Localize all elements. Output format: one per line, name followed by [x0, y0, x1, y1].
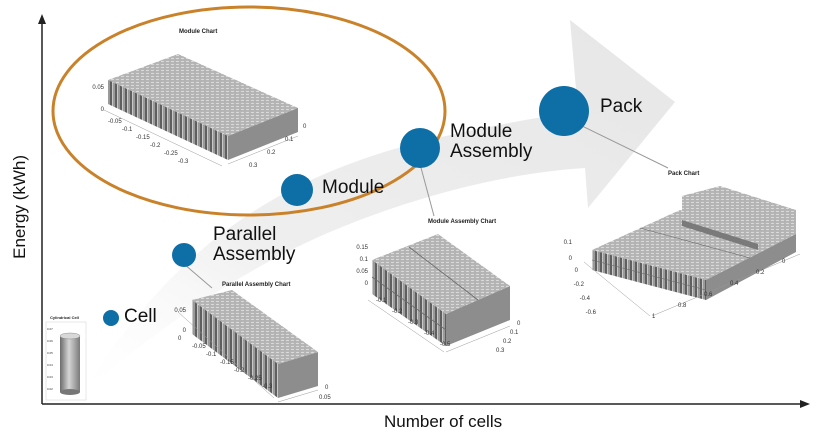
module_assembly-tick-label: 0.1 [360, 257, 369, 263]
module-tick-label: 0 [303, 124, 307, 130]
y-axis-title: Energy (kWh) [10, 154, 30, 259]
module-chart [103, 54, 299, 167]
cell-stage-label: Cell [124, 306, 157, 327]
parallel-chart [177, 290, 319, 403]
cell-chart: 0.07 0.06 0.05 0.04 0.03 0.02 [45, 321, 87, 401]
pack-chart-ticks: 0.100-0.2-0.4-0.610.80.60.40.20 [564, 240, 786, 320]
y-axis-arrowhead [38, 14, 46, 24]
module-assembly-leader-line [419, 163, 435, 217]
growth-arrow [82, 20, 675, 392]
module-tick-label: -0.2 [150, 143, 161, 149]
pack-chart [583, 186, 801, 317]
module_assembly-tick-label: 0 [365, 281, 369, 287]
parallel-tick-label: -0.25 [248, 376, 262, 382]
module-tick-label: 0.2 [267, 150, 276, 156]
svg-text:0.03: 0.03 [47, 375, 53, 379]
pack-tick-label: -0.6 [586, 310, 597, 316]
module-assembly-chart-title: Module Assembly Chart [428, 219, 497, 225]
cell-stage-dot [103, 310, 119, 326]
svg-text:0.06: 0.06 [47, 339, 53, 343]
pack-tick-label: -0.2 [574, 282, 585, 288]
module_assembly-tick-label: -0.4 [424, 331, 435, 337]
parallel-assembly-label-line1: Parallel [213, 224, 277, 245]
module-tick-label: -0.3 [178, 159, 189, 165]
module-tick-label: 0 [101, 107, 105, 113]
parallel-chart-title: Parallel Assembly Chart [222, 282, 291, 288]
pack-tick-label: -0.4 [580, 296, 591, 302]
module-tick-label: 0.1 [285, 137, 294, 143]
module-highlight-ellipse [51, 5, 447, 217]
pack-leader-line [577, 123, 669, 169]
pack-tick-label: 0 [569, 256, 573, 262]
parallel-tick-label: -0.05 [192, 344, 206, 350]
pack-tick-label: 0 [575, 268, 579, 274]
pack-chart-title: Pack Chart [668, 171, 700, 177]
parallel-assembly-stage-label: Parallel Assembly [213, 225, 295, 265]
module-tick-label: -0.25 [164, 151, 178, 157]
pack-tick-label: 0.4 [730, 281, 739, 287]
svg-text:0.07: 0.07 [47, 327, 53, 331]
pack-tick-label: 0 [782, 259, 786, 265]
module-assembly-label-line2: Assembly [450, 140, 533, 162]
parallel-leader-line [183, 263, 213, 289]
parallel-tick-label: -0.15 [220, 360, 234, 366]
pack-tick-label: 0.1 [564, 240, 573, 246]
svg-text:0.02: 0.02 [47, 387, 53, 391]
pack-stage-label: Pack [600, 96, 643, 117]
module-tick-label: 0.3 [249, 163, 258, 169]
module-assembly-label-line1: Module [450, 121, 513, 142]
x-axis-title: Number of cells [384, 412, 503, 431]
svg-text:0.05: 0.05 [47, 351, 53, 355]
pack-tick-label: 1 [652, 314, 656, 320]
module-tick-label: -0.15 [136, 135, 150, 141]
cell-chart-ticks: 0.07 0.06 0.05 0.04 0.03 0.02 [47, 327, 53, 391]
parallel-tick-label: -0.3 [262, 384, 273, 390]
svg-text:0.04: 0.04 [47, 363, 53, 367]
parallel-tick-label: 0.05 [319, 395, 331, 401]
module_assembly-tick-label: 0.05 [356, 269, 368, 275]
parallel-assembly-label-line2: Assembly [213, 243, 296, 265]
module-stage-label: Module [322, 177, 385, 198]
pack-stage-dot [539, 86, 589, 136]
module-assembly-chart-ticks: 0.15 0.1 0.05 0 -0.1 -0.2 -0.3 -0.4 -0.5 0 0.1 0.2 0… [356, 245, 521, 354]
module-stage-dot [281, 174, 313, 206]
module-chart-ticks: 0.050-0.05-0.1-0.15-0.2-0.25-0.300.10.20… [92, 85, 307, 169]
module-assembly-stage-dot [400, 128, 440, 168]
module-tick-label: -0.1 [122, 127, 133, 133]
module_assembly-tick-label: 0.3 [496, 348, 505, 354]
module_assembly-tick-label: 0.2 [503, 339, 512, 345]
module-assembly-stage-label: Module Assembly [450, 122, 532, 162]
module-tick-label: 0.05 [92, 85, 104, 91]
module_assembly-tick-label: 0 [517, 321, 521, 327]
pack-tick-label: 0.2 [756, 270, 765, 276]
pack-tick-label: 0.8 [678, 303, 687, 309]
module_assembly-tick-label: 0.1 [510, 330, 519, 336]
parallel-tick-label: -0.2 [234, 368, 245, 374]
module_assembly-tick-label: -0.2 [392, 309, 403, 315]
x-axis-arrowhead [800, 400, 810, 408]
parallel-tick-label: 0.05 [174, 308, 186, 314]
module_assembly-tick-label: -0.1 [376, 298, 387, 304]
module_assembly-tick-label: -0.3 [408, 320, 419, 326]
parallel-tick-label: 0 [183, 328, 187, 334]
module_assembly-tick-label: -0.5 [440, 342, 451, 348]
parallel-tick-label: 0 [178, 336, 182, 342]
parallel-tick-label: -0.1 [206, 352, 217, 358]
module-assembly-chart [367, 234, 511, 353]
pack-tick-label: 0.6 [704, 292, 713, 298]
module_assembly-tick-label: 0.15 [356, 245, 368, 251]
module-chart-title: Module Chart [179, 29, 218, 35]
parallel-assembly-stage-dot [172, 243, 196, 267]
cell-chart-title: Cylindrical Cell [50, 315, 79, 320]
module-tick-label: -0.05 [108, 119, 122, 125]
parallel-tick-label: 0 [325, 385, 329, 391]
